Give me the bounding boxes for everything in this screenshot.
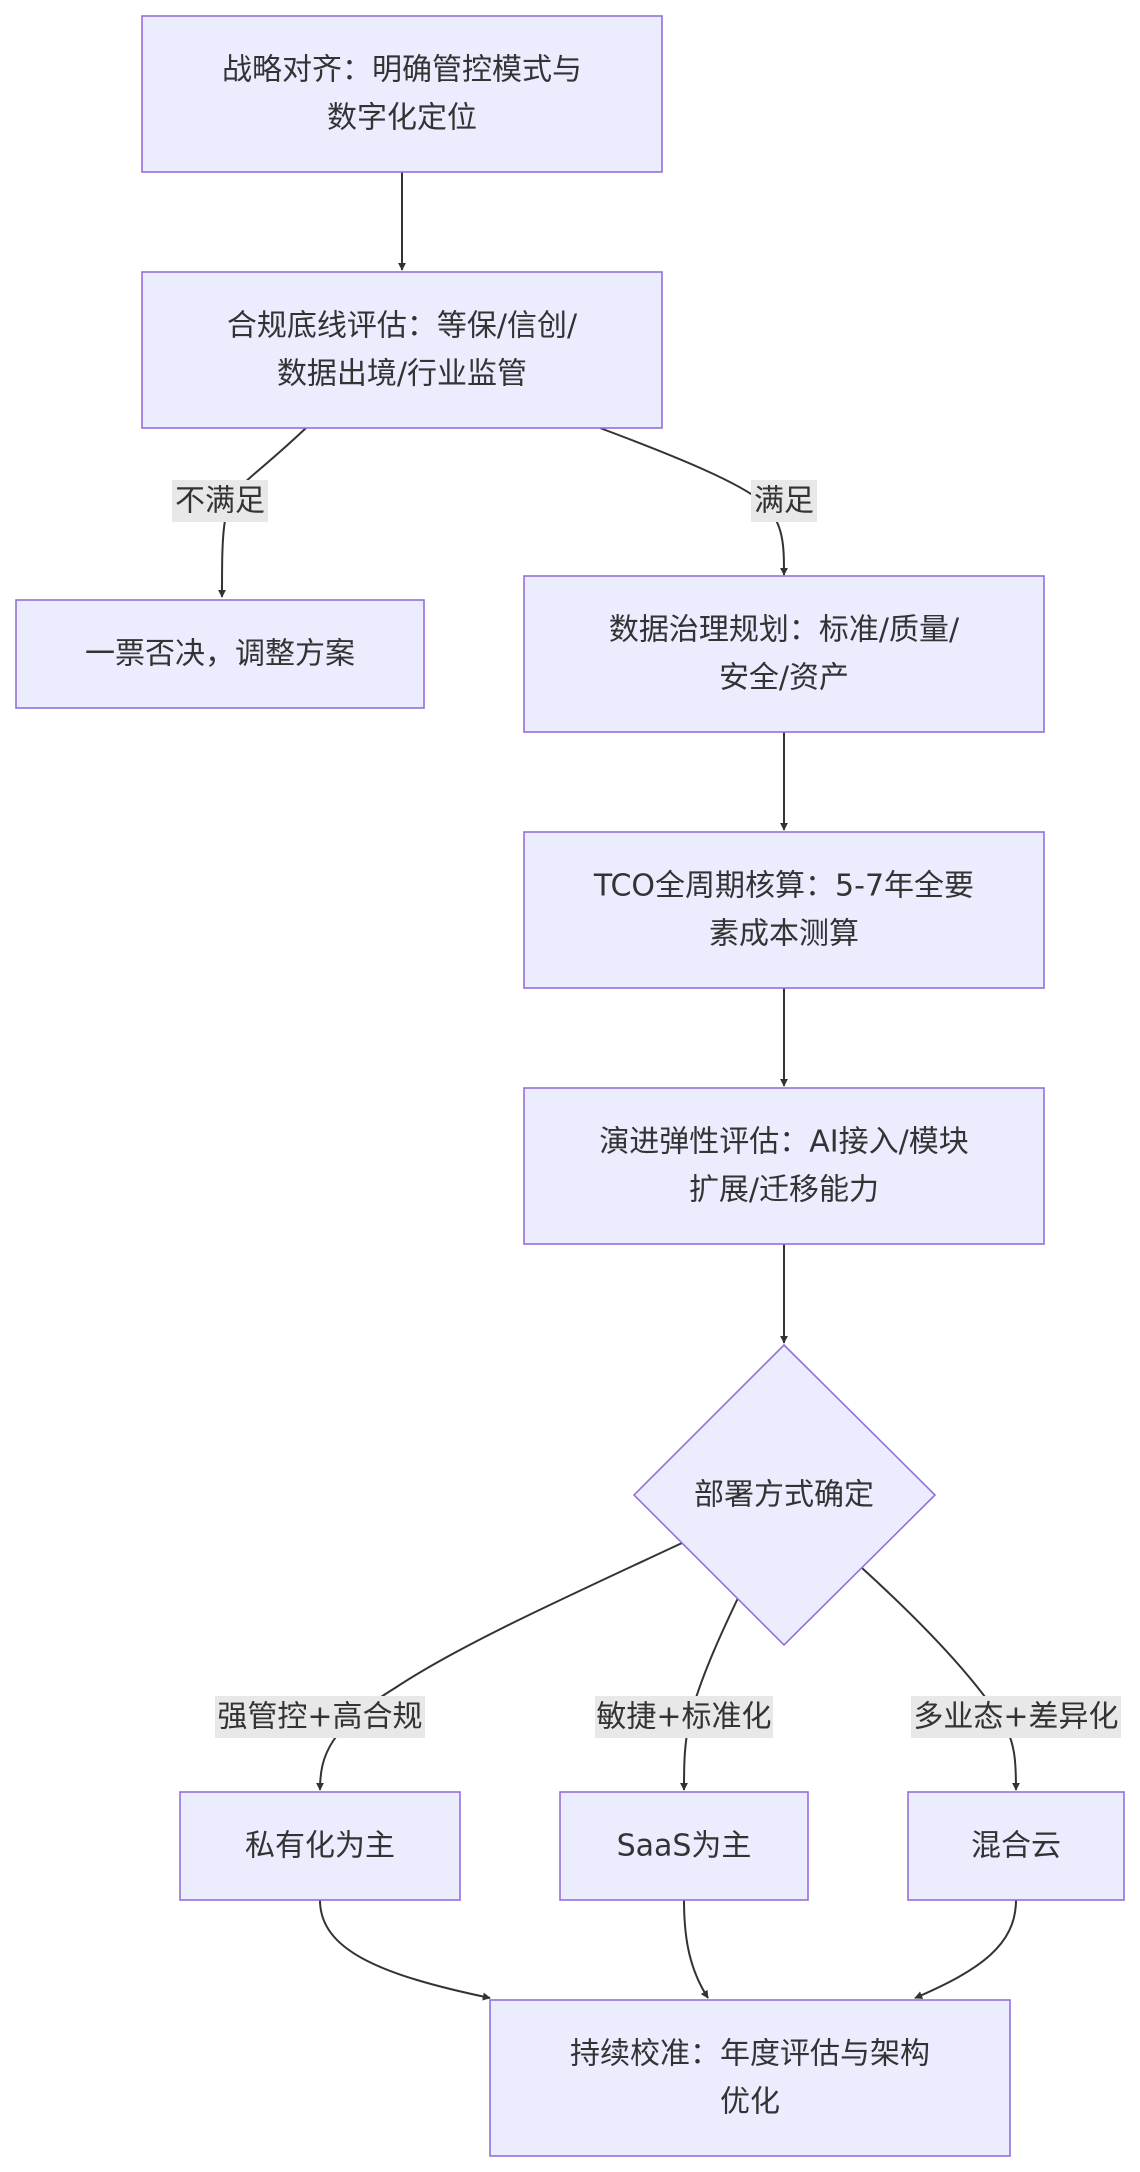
edge-label-text: 满足 (754, 484, 814, 519)
node-text-line-1: 私有化为主 (245, 1829, 395, 1864)
edge-label-text: 不满足 (175, 484, 265, 519)
edge-deployment-to-saas (680, 1597, 739, 1791)
edge-line (319, 1899, 491, 2001)
node-text-line-2: 扩展/迁移能力 (689, 1173, 879, 1208)
node-continuous-calibration: 持续校准：年度评估与架构 优化 (489, 1999, 1011, 2157)
node-text-line-1: 战略对齐：明确管控模式与 (222, 53, 582, 88)
edge-line (316, 1542, 683, 1791)
node-deployment-decision: 部署方式确定 (632, 1343, 937, 1647)
node-text-line-1: SaaS为主 (617, 1829, 752, 1864)
node-text-line-2: 数据出境/行业监管 (277, 357, 527, 392)
edge-line (680, 1597, 739, 1791)
edge-label-text: 敏捷+标准化 (596, 1700, 771, 1735)
node-text-line-2: 优化 (720, 2085, 780, 2120)
node-compliance-assessment: 合规底线评估：等保/信创/ 数据出境/行业监管 (141, 271, 663, 429)
edge-label-text: 强管控+高合规 (217, 1700, 422, 1735)
node-private-deployment: 私有化为主 (179, 1791, 461, 1901)
edge-line (914, 1899, 1017, 1999)
edge-label-strong-control: 强管控+高合规 (215, 1696, 425, 1738)
edge-saas-to-calibration (683, 1899, 709, 1999)
node-text-line-2: 数字化定位 (327, 101, 477, 136)
node-hybrid-cloud: 混合云 (907, 1791, 1125, 1901)
node-text-line-2: 素成本测算 (709, 917, 859, 952)
edge-line (683, 1899, 709, 1999)
node-evolution-assessment: 演进弹性评估：AI接入/模块 扩展/迁移能力 (523, 1087, 1045, 1245)
node-text-line-1: TCO全周期核算：5-7年全要 (593, 869, 974, 904)
edge-label-agile: 敏捷+标准化 (595, 1696, 773, 1738)
edge-label-text: 多业态+差异化 (913, 1700, 1118, 1735)
edge-label-multi-business: 多业态+差异化 (911, 1696, 1121, 1738)
node-text-line-1: 持续校准：年度评估与架构 (570, 2037, 930, 2072)
node-text-line-1: 混合云 (971, 1829, 1061, 1864)
node-text-line-1: 演进弹性评估：AI接入/模块 (599, 1125, 968, 1160)
node-text-line-1: 部署方式确定 (694, 1478, 874, 1513)
edge-hybrid-to-calibration (914, 1899, 1017, 1999)
node-text-line-1: 数据治理规划：标准/质量/ (609, 613, 960, 648)
node-data-governance: 数据治理规划：标准/质量/ 安全/资产 (523, 575, 1045, 733)
node-text-line-1: 一票否决，调整方案 (85, 637, 355, 672)
node-strategy-alignment: 战略对齐：明确管控模式与 数字化定位 (141, 15, 663, 173)
node-text-line-2: 安全/资产 (719, 661, 849, 696)
edge-deployment-to-private (316, 1542, 683, 1791)
edge-private-to-calibration (319, 1899, 491, 2001)
node-saas-deployment: SaaS为主 (559, 1791, 809, 1901)
node-text-line-1: 合规底线评估：等保/信创/ (227, 309, 578, 344)
node-veto: 一票否决，调整方案 (15, 599, 425, 709)
node-tco-accounting: TCO全周期核算：5-7年全要 素成本测算 (523, 831, 1045, 989)
edge-deployment-to-hybrid (861, 1567, 1020, 1791)
edge-label-met: 满足 (751, 480, 817, 522)
edge-label-not-met: 不满足 (172, 480, 268, 522)
edge-line (861, 1567, 1020, 1791)
